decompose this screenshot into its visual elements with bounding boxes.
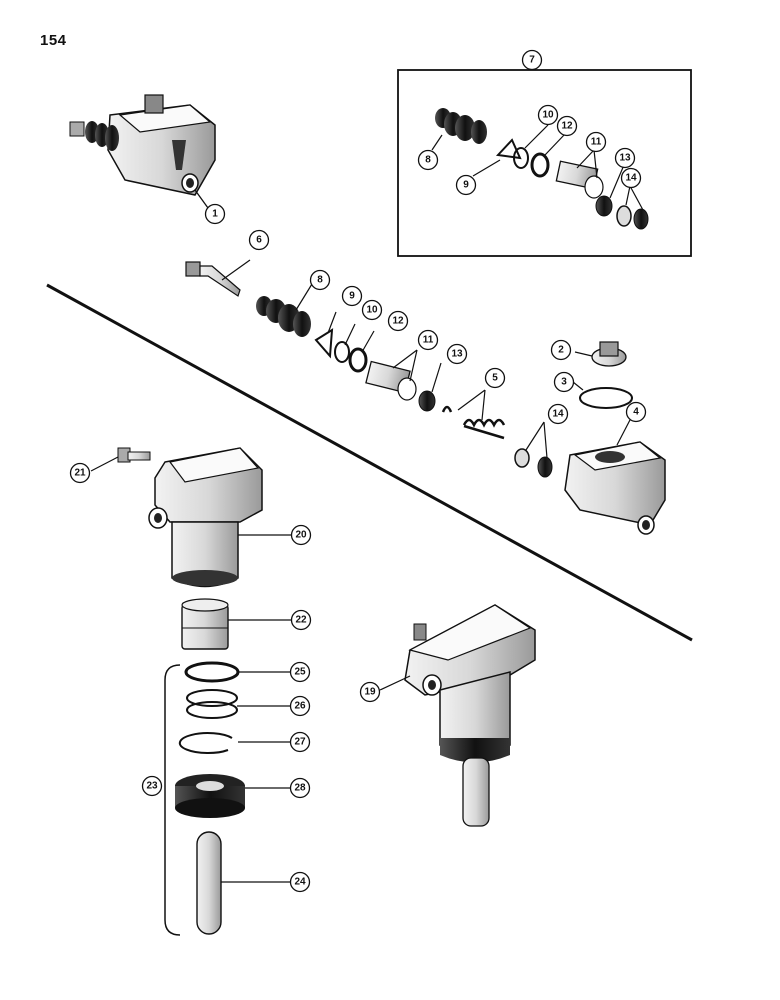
callout-12b: 12: [387, 310, 409, 332]
callout-12b-label: 12: [392, 316, 404, 327]
callout-14a: 14: [620, 167, 642, 189]
spring-26: [186, 689, 238, 719]
callout-14a-label: 14: [625, 173, 637, 184]
callout-13a-label: 13: [619, 153, 631, 164]
inset-valve: [633, 208, 649, 230]
callout-21-label: 21: [74, 468, 86, 479]
valve-seat: [514, 448, 530, 468]
primary-cup: [418, 390, 436, 412]
callout-7-label: 7: [529, 55, 535, 66]
callout-27-label: 27: [294, 737, 306, 748]
kit-bracket: [164, 664, 181, 936]
callout-28: 28: [289, 777, 311, 799]
callout-9a: 9: [455, 174, 477, 196]
callout-9a-label: 9: [463, 180, 469, 191]
o-ring: [348, 347, 368, 373]
callout-9b-label: 9: [349, 291, 355, 302]
callout-5-label: 5: [492, 373, 498, 384]
callout-10b-label: 10: [366, 305, 378, 316]
callout-19: 19: [359, 681, 381, 703]
callout-8a: 8: [417, 149, 439, 171]
piston: [365, 360, 417, 401]
callout-25: 25: [289, 661, 311, 683]
callout-3: 3: [553, 371, 575, 393]
inset-boot: [435, 108, 487, 144]
master-cylinder-assembly: [69, 94, 216, 209]
callout-11b-label: 11: [423, 335, 434, 346]
callout-20: 20: [290, 524, 312, 546]
callout-4: 4: [625, 401, 647, 423]
callout-9b: 9: [341, 285, 363, 307]
check-valve: [537, 456, 553, 478]
rod-24: [196, 831, 222, 935]
callout-21: 21: [69, 462, 91, 484]
callout-22: 22: [290, 609, 312, 631]
seal-ring-25: [184, 661, 240, 683]
callout-7: 7: [521, 49, 543, 71]
callout-23: 23: [141, 775, 163, 797]
snap-ring-27: [178, 732, 233, 755]
inset-o-ring: [530, 152, 550, 178]
callout-13b-label: 13: [451, 349, 463, 360]
seal-28: [175, 774, 245, 818]
push-rod: [185, 259, 251, 297]
callout-13b: 13: [446, 343, 468, 365]
callout-24: 24: [289, 871, 311, 893]
callout-3-label: 3: [561, 377, 567, 388]
callout-28-label: 28: [294, 783, 306, 794]
callout-2: 2: [550, 339, 572, 361]
slave-cylinder: [404, 604, 536, 827]
callout-26: 26: [289, 695, 311, 717]
callout-14b-label: 14: [552, 409, 564, 420]
boot: [256, 283, 313, 337]
callout-1-label: 1: [212, 209, 218, 220]
callout-8b-label: 8: [317, 275, 323, 286]
inset-retainer: [495, 138, 522, 160]
callout-8a-label: 8: [425, 155, 431, 166]
callout-14b: 14: [547, 403, 569, 425]
callout-20-label: 20: [295, 530, 307, 541]
filler-cap: [591, 341, 627, 367]
callout-10a: 10: [537, 104, 559, 126]
callout-13a: 13: [614, 147, 636, 169]
callout-5: 5: [484, 367, 506, 389]
callout-11a: 11: [585, 131, 607, 153]
kit-inset-box: [397, 69, 692, 257]
retainer: [314, 328, 334, 359]
cap-gasket: [579, 387, 633, 409]
master-cylinder-body: [564, 441, 666, 535]
callout-12a: 12: [556, 115, 578, 137]
bleeder-screw: [117, 447, 151, 463]
callout-19-label: 19: [364, 687, 376, 698]
callout-25-label: 25: [294, 667, 306, 678]
callout-23-label: 23: [146, 781, 158, 792]
callout-11b: 11: [417, 329, 439, 351]
callout-6: 6: [248, 229, 270, 251]
callout-4-label: 4: [633, 407, 639, 418]
inset-valve-seat: [616, 205, 632, 227]
callout-1: 1: [204, 203, 226, 225]
callout-10b: 10: [361, 299, 383, 321]
cylinder-housing: [148, 447, 263, 588]
callout-2-label: 2: [558, 345, 564, 356]
callout-26-label: 26: [294, 701, 306, 712]
callout-6-label: 6: [256, 235, 262, 246]
inset-cup: [595, 195, 613, 217]
callout-11a-label: 11: [591, 137, 602, 148]
washer: [334, 341, 350, 363]
separator-line: [46, 283, 693, 642]
callout-10a-label: 10: [542, 110, 554, 121]
callout-22-label: 22: [295, 615, 307, 626]
inset-washer: [513, 147, 529, 169]
inset-piston: [555, 160, 604, 199]
spring: [441, 405, 506, 440]
callout-27: 27: [289, 731, 311, 753]
piston-22: [181, 598, 229, 650]
callout-24-label: 24: [294, 877, 306, 888]
page-number: 154: [40, 32, 67, 49]
callout-12a-label: 12: [561, 121, 573, 132]
callout-8b: 8: [309, 269, 331, 291]
